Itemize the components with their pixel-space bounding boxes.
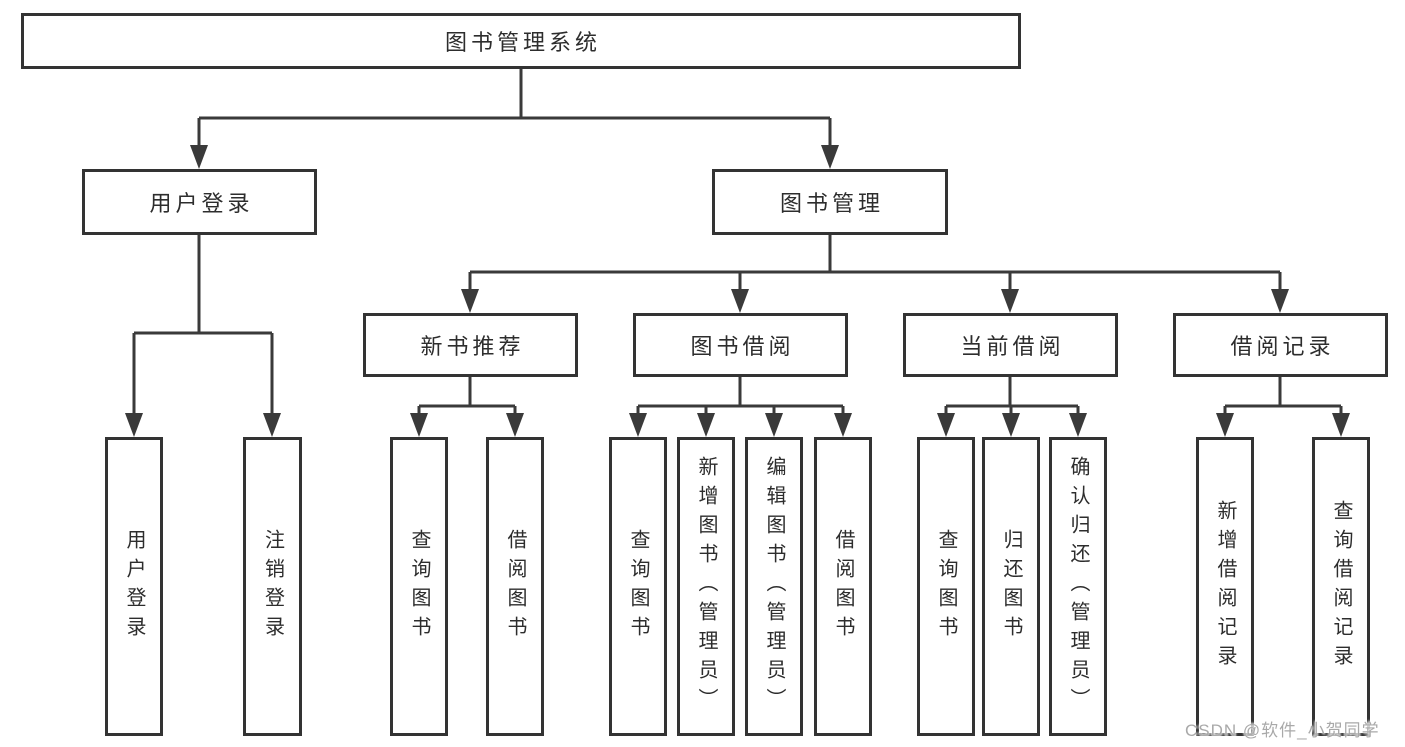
- node-query-books-borrow-label: 查询图书: [627, 528, 649, 645]
- node-confirm-return-admin-label: 确认归还（管理员）: [1067, 456, 1089, 717]
- node-query-borrow-record: 查询借阅记录: [1312, 437, 1370, 736]
- node-book-management-label: 图书管理: [779, 191, 884, 216]
- node-borrow-books-borrow-label: 借阅图书: [832, 528, 854, 645]
- node-logout-leaf: 注销登录: [243, 437, 302, 736]
- node-add-borrow-record-label: 新增借阅记录: [1214, 499, 1236, 674]
- node-user-login-label: 用户登录: [149, 191, 254, 216]
- node-query-books-borrow: 查询图书: [609, 437, 667, 736]
- node-add-books-admin-label: 新增图书（管理员）: [695, 456, 717, 717]
- node-root: 图书管理系统: [21, 13, 1021, 69]
- node-query-borrow-record-label: 查询借阅记录: [1330, 499, 1352, 674]
- node-book-borrow-label: 图书借阅: [690, 334, 795, 359]
- node-book-management: 图书管理: [712, 169, 948, 235]
- node-query-books-current: 查询图书: [917, 437, 975, 736]
- node-borrow-record: 借阅记录: [1173, 313, 1388, 377]
- node-add-books-admin: 新增图书（管理员）: [677, 437, 735, 736]
- csdn-watermark: CSDN @软件_小贺同学: [1185, 721, 1380, 740]
- node-user-login-leaf-label: 用户登录: [123, 528, 145, 645]
- node-borrow-books-recommend: 借阅图书: [486, 437, 544, 736]
- node-user-login: 用户登录: [82, 169, 317, 235]
- node-edit-books-admin: 编辑图书（管理员）: [745, 437, 803, 736]
- node-edit-books-admin-label: 编辑图书（管理员）: [763, 456, 785, 717]
- node-borrow-books-recommend-label: 借阅图书: [504, 528, 526, 645]
- node-root-label: 图书管理系统: [444, 30, 601, 55]
- node-query-books-recommend-label: 查询图书: [408, 528, 430, 645]
- node-current-borrow: 当前借阅: [903, 313, 1118, 377]
- node-book-borrow: 图书借阅: [633, 313, 848, 377]
- node-borrow-books-borrow: 借阅图书: [814, 437, 872, 736]
- node-new-book-recommend-label: 新书推荐: [420, 334, 525, 359]
- node-user-login-leaf: 用户登录: [105, 437, 163, 736]
- node-new-book-recommend: 新书推荐: [363, 313, 578, 377]
- node-borrow-record-label: 借阅记录: [1230, 334, 1335, 359]
- node-add-borrow-record: 新增借阅记录: [1196, 437, 1254, 736]
- node-logout-leaf-label: 注销登录: [261, 528, 284, 645]
- node-query-books-recommend: 查询图书: [390, 437, 448, 736]
- node-confirm-return-admin: 确认归还（管理员）: [1049, 437, 1107, 736]
- node-current-borrow-label: 当前借阅: [960, 334, 1065, 359]
- node-return-books-label: 归还图书: [1000, 528, 1022, 645]
- node-return-books: 归还图书: [982, 437, 1040, 736]
- node-query-books-current-label: 查询图书: [935, 528, 957, 645]
